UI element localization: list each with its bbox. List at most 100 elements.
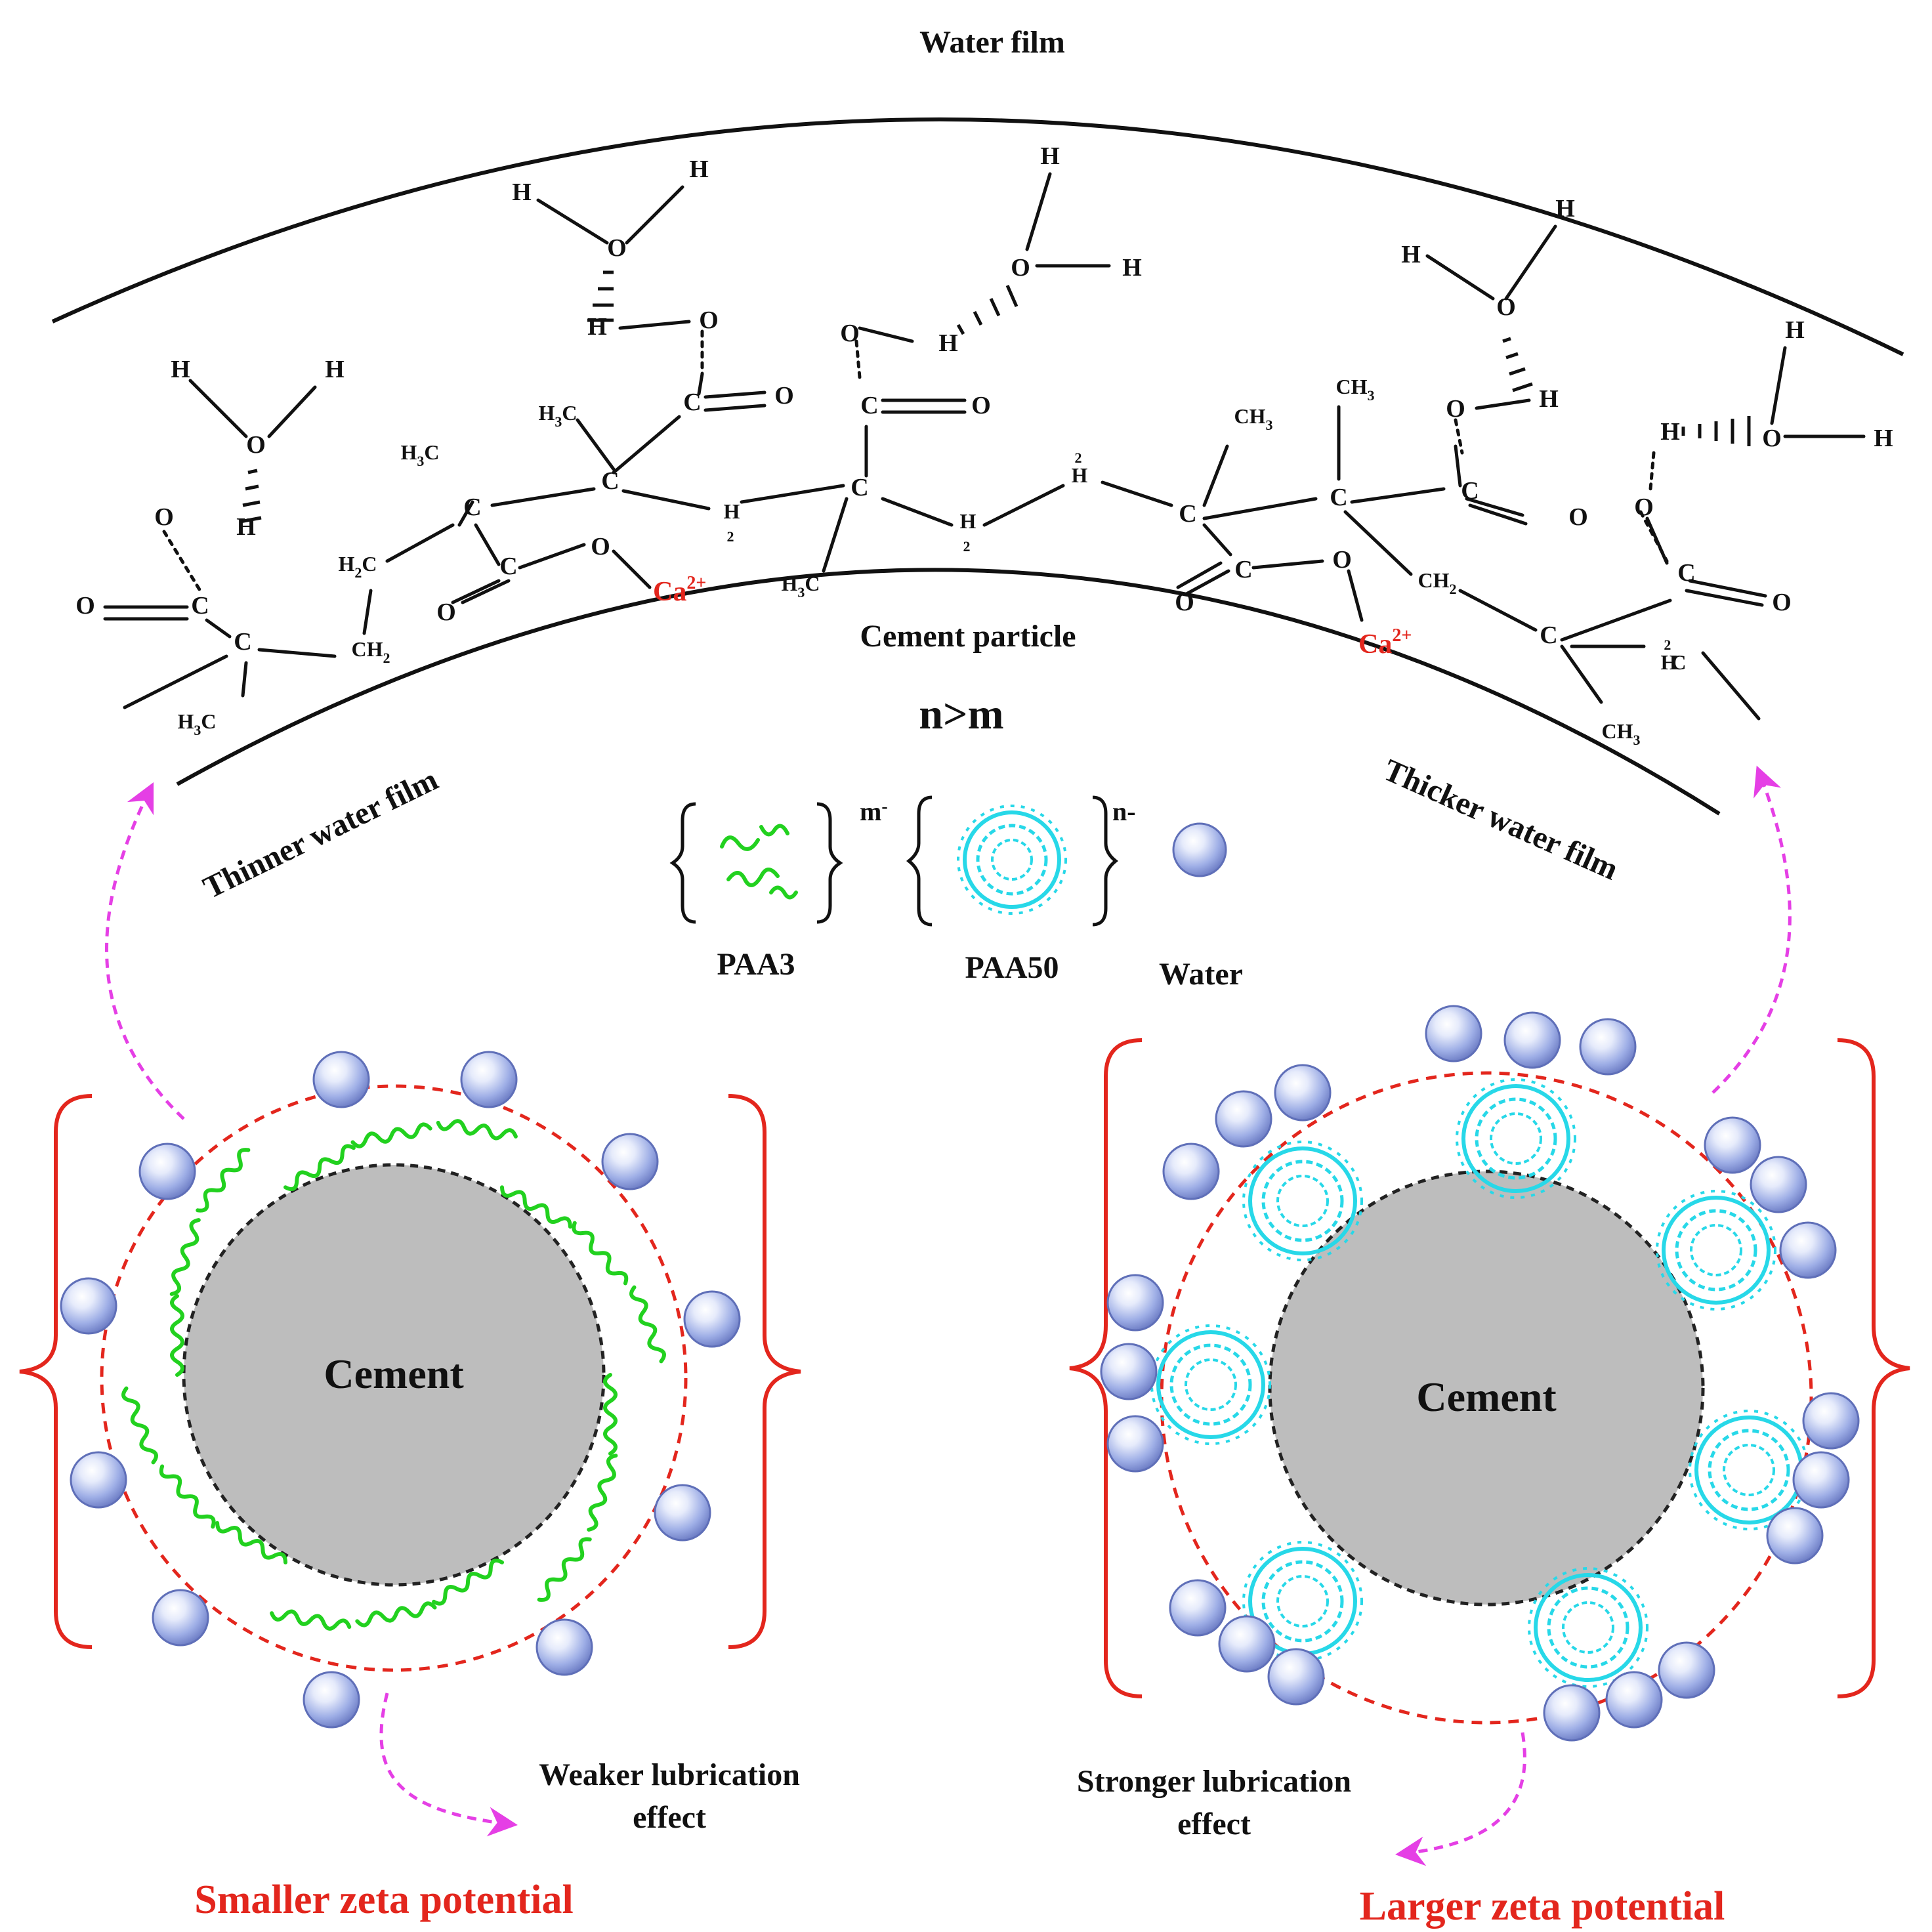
paa3-chain-icon [432, 1559, 504, 1606]
water-bead-icon [1425, 1005, 1482, 1062]
svg-text:H: H [587, 313, 607, 341]
thicker-water-film-label: Thicker water film [1379, 753, 1624, 887]
larger-zeta-label: Larger zeta potential [1360, 1884, 1725, 1929]
svg-text:H3C: H3C [539, 401, 578, 430]
cement-particle-label: Cement particle [860, 619, 1076, 654]
atom-labels: O C C O H O H H H3C CH2 H2C C H3C C O O … [75, 142, 1893, 748]
water-bead-icon [1100, 1343, 1158, 1400]
cement-particle-boundary [176, 568, 1721, 816]
paa50-coil-icon [1456, 1078, 1576, 1199]
stronger-lubrication-label-1: Stronger lubrication [1077, 1764, 1351, 1799]
water-bead-icon [152, 1589, 209, 1647]
left-arrow-up [105, 782, 185, 1120]
right-bracket-open [1069, 1038, 1143, 1698]
paa3-chain-icon [436, 1119, 518, 1141]
paa3-legend: PAA3 [669, 802, 843, 982]
water-bead-icon [1766, 1507, 1824, 1564]
smaller-zeta-label: Smaller zeta potential [194, 1878, 573, 1922]
svg-text:H: H [325, 356, 345, 383]
svg-text:Ca2+: Ca2+ [1358, 625, 1412, 660]
svg-text:C: C [1330, 484, 1347, 511]
svg-text:O: O [1446, 395, 1465, 423]
legend: PAA3 m- PAA50 n- Water [669, 795, 1243, 992]
water-bead-icon [1779, 1221, 1837, 1279]
hydrogen-bonds [162, 270, 1751, 593]
left-cement-label: Cement [324, 1351, 464, 1397]
water-bead-icon [138, 1143, 196, 1200]
water-bead-icon [1802, 1392, 1860, 1450]
svg-text:H3C: H3C [782, 572, 820, 600]
svg-text:H: H [1785, 316, 1805, 344]
svg-text:O: O [699, 306, 719, 334]
svg-text:H2C: H2C [339, 552, 377, 581]
water-bead-icon [1579, 1018, 1637, 1076]
water-bead-icon [1274, 1064, 1332, 1122]
svg-text:O: O [1332, 546, 1352, 574]
svg-text:H2: H2 [724, 499, 740, 545]
water-bead-icon [60, 1277, 117, 1335]
svg-text:H: H [689, 156, 709, 183]
water-bead-icon [601, 1133, 659, 1190]
svg-text:H: H [1401, 241, 1421, 268]
svg-text:H: H [236, 513, 256, 541]
right-particle-system: Cement Stronger lubrication effect Large… [1069, 765, 1910, 1929]
water-film-label: Water film [919, 25, 1065, 60]
svg-text:H3C: H3C [401, 440, 440, 469]
svg-text:C: C [1461, 477, 1479, 505]
svg-text:C: C [1677, 559, 1695, 587]
paa3-label: PAA3 [717, 947, 795, 982]
svg-text:O: O [1175, 589, 1194, 616]
svg-text:O: O [774, 382, 794, 410]
svg-text:H2: H2 [960, 509, 976, 555]
left-arrow-down [379, 1692, 518, 1837]
svg-text:O: O [436, 598, 456, 626]
svg-text:C: C [601, 467, 619, 495]
water-bead-icon [1215, 1090, 1272, 1148]
water-bead-icon [1792, 1451, 1850, 1509]
svg-text:C: C [1234, 556, 1252, 583]
water-bead-icon [536, 1618, 593, 1676]
svg-text:O: O [75, 592, 95, 620]
svg-text:C: C [463, 494, 481, 521]
svg-text:CH2: CH2 [352, 637, 390, 666]
paa50-coil-icon [957, 805, 1067, 915]
water-film-boundary [51, 117, 1904, 356]
water-beads-left [60, 1051, 741, 1729]
paa3-chain-icon [170, 1294, 184, 1377]
svg-text:C: C [499, 553, 517, 580]
svg-text:H: H [1874, 425, 1893, 452]
svg-text:O: O [971, 392, 991, 419]
left-bracket-close [728, 1094, 801, 1649]
svg-text:C: C [683, 388, 701, 416]
thinner-water-film-label: Thinner water film [198, 762, 444, 906]
weaker-lubrication-label-2: effect [633, 1800, 706, 1835]
svg-text:O: O [246, 431, 266, 459]
water-bead-icon [70, 1451, 127, 1509]
svg-text:H2: H2 [1072, 450, 1088, 487]
left-cement-particle [182, 1163, 606, 1587]
paa3-chain-icon [169, 1218, 201, 1296]
svg-text:O: O [154, 503, 174, 531]
svg-text:O: O [1568, 503, 1588, 531]
water-bead-icon [303, 1671, 360, 1729]
stronger-lubrication-label-2: effect [1177, 1807, 1251, 1841]
right-arrow-up [1712, 765, 1792, 1094]
svg-text:C: C [234, 628, 251, 656]
svg-text:C: C [1540, 621, 1557, 649]
svg-text:CH3: CH3 [1602, 719, 1641, 748]
paa3-chain-icon [500, 1185, 572, 1229]
paa50-label: PAA50 [965, 950, 1059, 985]
paa3-chain-icon [603, 1373, 618, 1456]
water-bead-icon [1162, 1143, 1220, 1200]
paa50-coil-icon [1150, 1324, 1271, 1445]
paa3-chain-icon [587, 1454, 618, 1532]
svg-text:O: O [1762, 425, 1782, 452]
water-bead-icon [1503, 1011, 1561, 1069]
m-charge-label: m- [860, 797, 888, 826]
water-bead-icon [1172, 822, 1227, 877]
svg-text:H: H [1539, 385, 1559, 413]
svg-text:O: O [1772, 589, 1792, 616]
n-greater-than-m-label: n>m [919, 690, 1003, 738]
paa3-chain-icon [196, 1148, 251, 1213]
water-bead-icon [1218, 1615, 1276, 1673]
